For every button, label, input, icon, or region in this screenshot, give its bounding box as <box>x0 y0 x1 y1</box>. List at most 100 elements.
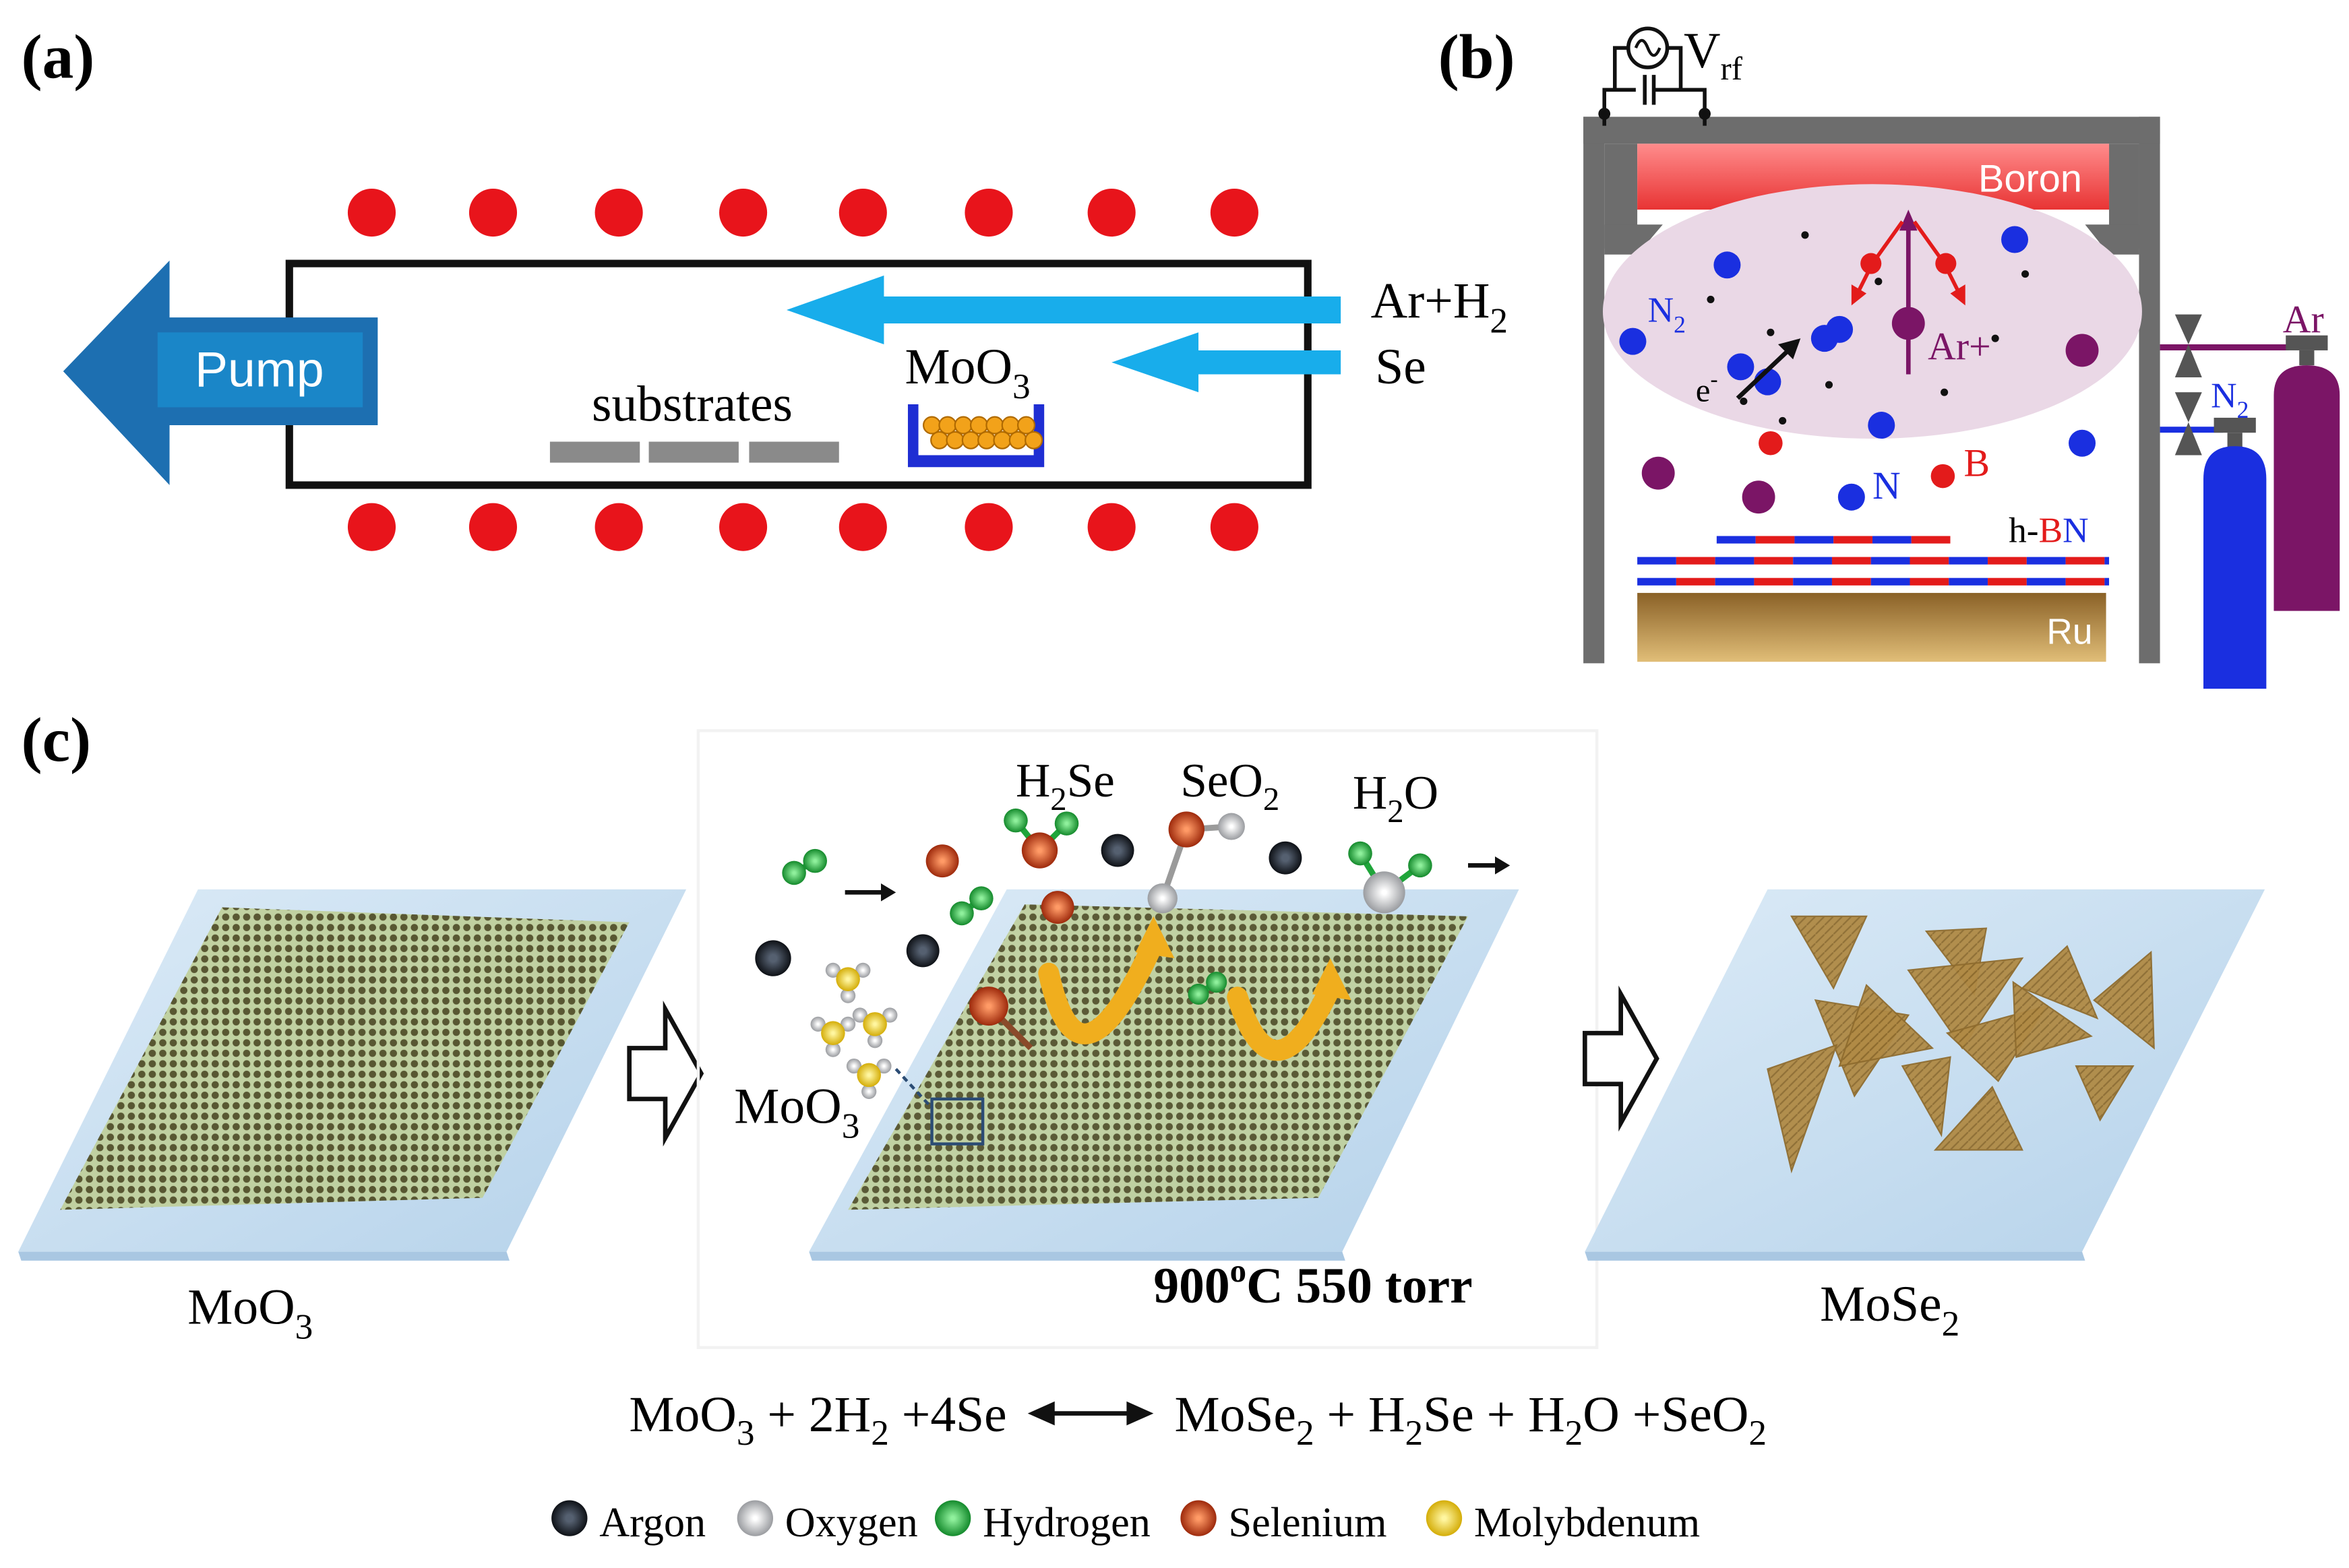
legend-label-hydrogen: Hydrogen <box>983 1500 1151 1546</box>
ar-ion-label: Ar+ <box>1928 325 1991 368</box>
equation-products: MoSe2 + H2Se + H2O +SeO2 <box>1175 1387 1767 1453</box>
electron-dot <box>1941 388 1949 396</box>
powder-bead <box>969 416 989 435</box>
powder-bead <box>961 431 980 449</box>
heater-top-1 <box>347 188 396 237</box>
oxygen-atom <box>810 1016 826 1032</box>
panel-a-tag: (a) <box>22 23 95 92</box>
n2-cylinder <box>2203 446 2267 689</box>
hydrogen-atom <box>950 901 974 926</box>
molybdenum-atom <box>863 1012 887 1036</box>
powder-bead <box>1008 431 1027 449</box>
argon-atom <box>906 934 940 968</box>
boron-target-label: Boron <box>1978 157 2082 200</box>
selenium-atom <box>969 986 1008 1026</box>
hbn-segment <box>1831 577 1871 586</box>
pump-label-bg <box>157 332 363 408</box>
ar-h2-flow-arrow <box>786 275 1341 345</box>
equation-term: MoSe <box>1175 1387 1296 1443</box>
legend-swatch-hydrogen <box>934 1500 971 1536</box>
heater-bottom-4 <box>719 503 768 551</box>
ion-impact-arrowhead <box>1899 210 1918 231</box>
mose2-flake <box>1790 915 1868 990</box>
molybdenum-atom <box>857 1063 881 1088</box>
hbn-segment <box>1910 557 1949 565</box>
argon-atom <box>1101 834 1134 867</box>
equation-subscript: 3 <box>737 1412 755 1453</box>
legend-swatch-oxygen <box>737 1500 774 1536</box>
hydrogen-atom <box>1054 811 1079 836</box>
hbn-label: h-BN <box>2009 509 2088 550</box>
process-arrow-2 <box>1582 985 1659 1132</box>
legend-swatch-argon <box>551 1500 588 1536</box>
stage2-moo3-film <box>848 904 1469 1210</box>
n2-valve-icon <box>2174 392 2202 456</box>
hbn-segment <box>1870 577 1910 586</box>
electron-dot <box>1825 381 1833 389</box>
seo2-label: SeO2 <box>1180 755 1279 817</box>
n2-plasma-label: N2 <box>1648 290 1686 338</box>
equation-term: MoO <box>629 1387 736 1443</box>
pump-label: Pump <box>195 342 324 397</box>
hbn-segment <box>2065 577 2105 586</box>
argon-atom <box>755 940 791 976</box>
hbn-segment <box>1988 557 2027 565</box>
ru-label: Ru <box>2046 612 2092 652</box>
electron-dot <box>1779 416 1787 425</box>
powder-bead <box>1001 416 1020 435</box>
hbn-segment <box>1637 577 1676 586</box>
powder-bead <box>922 416 942 435</box>
nitrogen-atom <box>1619 327 1647 355</box>
n2-cylinder-cap <box>2214 417 2256 433</box>
legend-label-molybdenum: Molybdenum <box>1474 1500 1700 1546</box>
boron-label: B <box>1963 443 1990 485</box>
stage1-moo3-label: MoO3 <box>187 1279 313 1346</box>
equilibrium-arrowhead-right <box>1126 1401 1154 1426</box>
heater-top-6 <box>965 188 1013 237</box>
panel-b: (b) Vrf Boron Ar+ <box>1438 23 2340 689</box>
heater-top-3 <box>594 188 643 237</box>
powder-bead <box>930 431 949 449</box>
heater-top-4 <box>719 188 768 237</box>
hbn-segment <box>1988 577 2027 586</box>
oxygen-atom <box>852 1007 867 1023</box>
panel-c: (c) MoO3 H2Se SeO2 H2O MoO3 900oC 550 to… <box>18 705 2265 1546</box>
equation-subscript: 2 <box>1296 1412 1314 1453</box>
equation-term: Se + H <box>1423 1387 1564 1443</box>
mose2-flake <box>1838 984 1934 1067</box>
selenium-atom <box>1021 832 1058 869</box>
hbn-segment <box>1676 557 1715 565</box>
heater-bottom-6 <box>965 503 1013 551</box>
heater-row <box>347 188 1258 551</box>
equation-subscript: 2 <box>1405 1412 1424 1453</box>
hbn-segment <box>1910 577 1949 586</box>
electron-dot <box>1874 278 1883 286</box>
electron-label: e- <box>1696 367 1718 408</box>
stage1-moo3-film <box>60 907 630 1210</box>
molybdenum-atom <box>821 1021 845 1045</box>
hbn-segment <box>1870 557 1910 565</box>
substrate-1 <box>549 441 640 463</box>
hbn-segment <box>1637 557 1676 565</box>
hydrogen-atom <box>1004 808 1028 833</box>
hbn-segment <box>1793 557 1832 565</box>
nitrogen-atom <box>1826 315 1854 343</box>
electron-dot <box>1991 334 1999 342</box>
oxygen-atom <box>876 1058 892 1074</box>
hbn-segment <box>1754 577 1794 586</box>
equation-term: O +SeO <box>1583 1387 1748 1443</box>
se-gas-label: Se <box>1375 339 1426 395</box>
hbn-segment <box>1911 536 1951 544</box>
stage3-mose2-label: MoSe2 <box>1820 1276 1959 1344</box>
mose2-flakes <box>1767 915 2155 1174</box>
rf-terminal-right <box>1699 107 1711 120</box>
ar-cylinder-neck <box>2299 350 2315 366</box>
se-flow-arrow <box>1111 332 1341 393</box>
oxygen-atom <box>882 1007 898 1023</box>
hbn-segment <box>1831 557 1871 565</box>
hydrogen-atom <box>1408 853 1432 878</box>
heater-bottom-5 <box>838 503 887 551</box>
nitrogen-atom <box>2001 226 2029 253</box>
